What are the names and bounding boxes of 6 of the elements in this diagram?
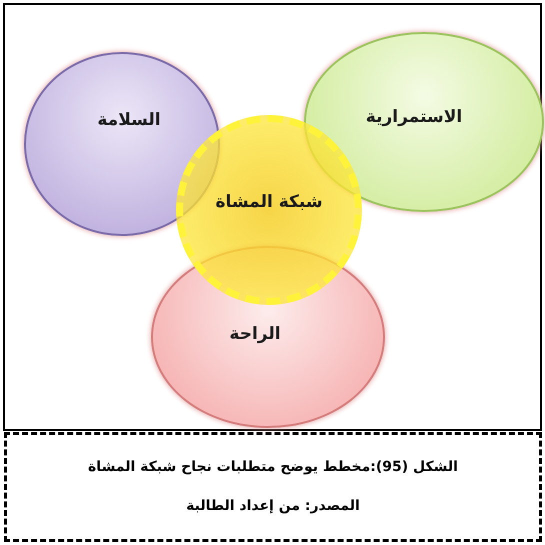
node-label: الراحة bbox=[229, 323, 281, 346]
node-label: شبكة المشاة bbox=[215, 190, 323, 214]
node-label: الاستمرارية bbox=[366, 106, 462, 130]
figure-caption: الشكل (95):مخطط يوضح متطلبات نجاح شبكة المشاة bbox=[88, 458, 458, 477]
node-label: السلامة bbox=[97, 109, 161, 132]
source-note: المصدر: من إعداد الطالبة bbox=[186, 497, 360, 516]
